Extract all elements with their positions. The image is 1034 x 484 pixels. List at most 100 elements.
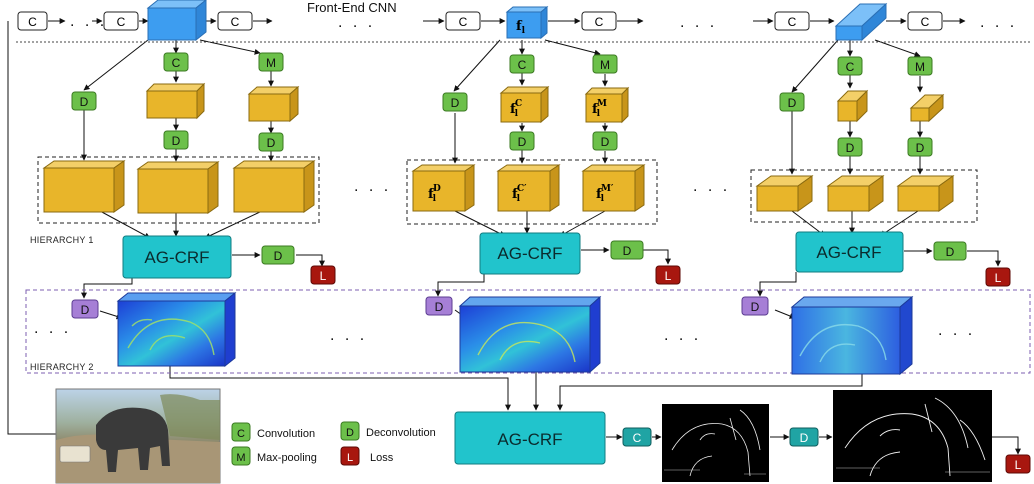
feature-cube-fl-c-prime: flC′ — [496, 164, 561, 212]
agcrf-label: AG-CRF — [497, 244, 562, 263]
deconv-op — [261, 245, 295, 265]
legend-key-deconv: D — [346, 427, 354, 439]
feature-cube-conv — [836, 89, 869, 123]
legend-key-conv: C — [237, 428, 245, 440]
loss-op-label: L — [1015, 458, 1022, 472]
deconv-op — [442, 92, 468, 112]
deconv-op — [258, 132, 284, 152]
input-image — [55, 388, 221, 484]
conv-label: C — [28, 15, 37, 29]
conv-label: C — [921, 15, 930, 29]
edge-map-output — [662, 404, 769, 482]
deconv-op-label: D — [81, 303, 90, 317]
deconv-op-label: D — [435, 300, 444, 314]
legend-swatch-conv — [231, 422, 251, 442]
feature-cube-hier — [42, 160, 126, 213]
deconv-op-teal — [789, 427, 819, 447]
deconv-op-label: D — [800, 431, 809, 445]
maxpool-op — [258, 52, 284, 72]
legend-label-conv: Convolution — [257, 428, 315, 440]
deconv-op — [610, 240, 644, 260]
feature-cube-hier — [232, 160, 316, 213]
conv-node — [907, 11, 943, 31]
heatmap-cube — [458, 295, 602, 374]
heatmap-cube — [116, 291, 237, 368]
feature-label: flM′ — [596, 184, 614, 204]
loss-op — [985, 267, 1011, 287]
feature-cube-blue — [834, 2, 888, 42]
loss-op-label: L — [665, 269, 672, 283]
deconv-op-label: D — [751, 300, 760, 314]
conv-node — [445, 11, 481, 31]
hierarchy1-box-col2 — [406, 159, 658, 225]
conv-label: C — [595, 15, 604, 29]
agcrf-block — [479, 232, 581, 275]
hierarchy1-label: HIERARCHY 1 — [30, 235, 94, 245]
agcrf-label: AG-CRF — [816, 243, 881, 262]
ellipsis: . . . — [693, 178, 730, 195]
conv-node — [17, 11, 48, 31]
conv-op-teal — [622, 427, 652, 447]
header-chain: C . . . C C Front-End CNN . . . C fl C .… — [17, 0, 1017, 42]
ellipsis: . . . — [354, 178, 391, 195]
agcrf-final-block — [454, 411, 606, 465]
legend-label-deconv: Deconvolution — [366, 427, 436, 439]
column-3: C M D D D — [741, 56, 1011, 376]
hierarchy2-label: HIERARCHY 2 — [30, 362, 94, 372]
deconv-op — [592, 131, 618, 151]
deconv-op-purple — [425, 296, 453, 316]
edge-map-final — [833, 390, 992, 482]
feature-label: flD — [428, 184, 441, 204]
feature-label: fl — [516, 19, 526, 36]
deconv-op — [71, 91, 97, 111]
deconv-op-label: D — [267, 136, 276, 150]
deconv-op-label: D — [518, 135, 527, 149]
hierarchy1-box-col1 — [37, 156, 320, 224]
edges — [7, 18, 1021, 455]
conv-label: C — [231, 15, 240, 29]
conv-node — [774, 11, 810, 31]
ellipsis: . . . — [70, 13, 107, 30]
heatmap-cube — [790, 295, 914, 376]
legend-key-loss: L — [347, 452, 353, 464]
loss-op — [310, 265, 336, 285]
ellipsis: . . . — [980, 14, 1017, 31]
deconv-op — [837, 137, 863, 157]
deconv-op-label: D — [916, 141, 925, 155]
feature-cube-fl-m-prime: flM′ — [581, 164, 646, 212]
feature-cube-hier — [826, 175, 885, 212]
maxpool-op-label: M — [266, 56, 276, 70]
feature-label: flC — [510, 99, 522, 119]
deconv-op-label: D — [451, 96, 460, 110]
column-1: C M D D D — [30, 52, 364, 372]
loss-op-label: L — [995, 271, 1002, 285]
feature-cube-fl-d: flD — [411, 164, 476, 212]
deconv-op-purple — [71, 299, 99, 319]
header-title: Front-End CNN — [307, 0, 397, 15]
feature-label: flC′ — [512, 184, 527, 204]
deconv-op-label: D — [946, 245, 955, 259]
deconv-op-label: D — [788, 96, 797, 110]
legend-label-maxpool: Max-pooling — [257, 452, 317, 464]
ellipsis: . . . — [338, 14, 375, 31]
loss-op — [1005, 454, 1031, 474]
ellipsis: . . . — [664, 327, 701, 344]
feature-cube-maxpool — [247, 85, 300, 123]
hierarchy1-box-col3 — [750, 169, 978, 223]
feature-cube-fl: fl — [505, 5, 549, 40]
feature-cube-blue — [146, 0, 207, 42]
conv-label: C — [788, 15, 797, 29]
legend-swatch-loss — [340, 446, 360, 466]
maxpool-op — [907, 56, 933, 76]
legend-swatch-maxpool — [231, 446, 251, 466]
conv-op-label: C — [846, 60, 855, 74]
legend-swatch-deconv — [340, 421, 360, 441]
legend: C Convolution D Deconvolution M Max-pool… — [231, 421, 436, 466]
ellipsis: . . . — [938, 322, 975, 339]
ellipsis: . . . — [680, 14, 717, 31]
deconv-op-label: D — [80, 95, 89, 109]
deconv-op — [509, 131, 535, 151]
deconv-op — [907, 137, 933, 157]
feature-cube-maxpool — [909, 93, 945, 123]
